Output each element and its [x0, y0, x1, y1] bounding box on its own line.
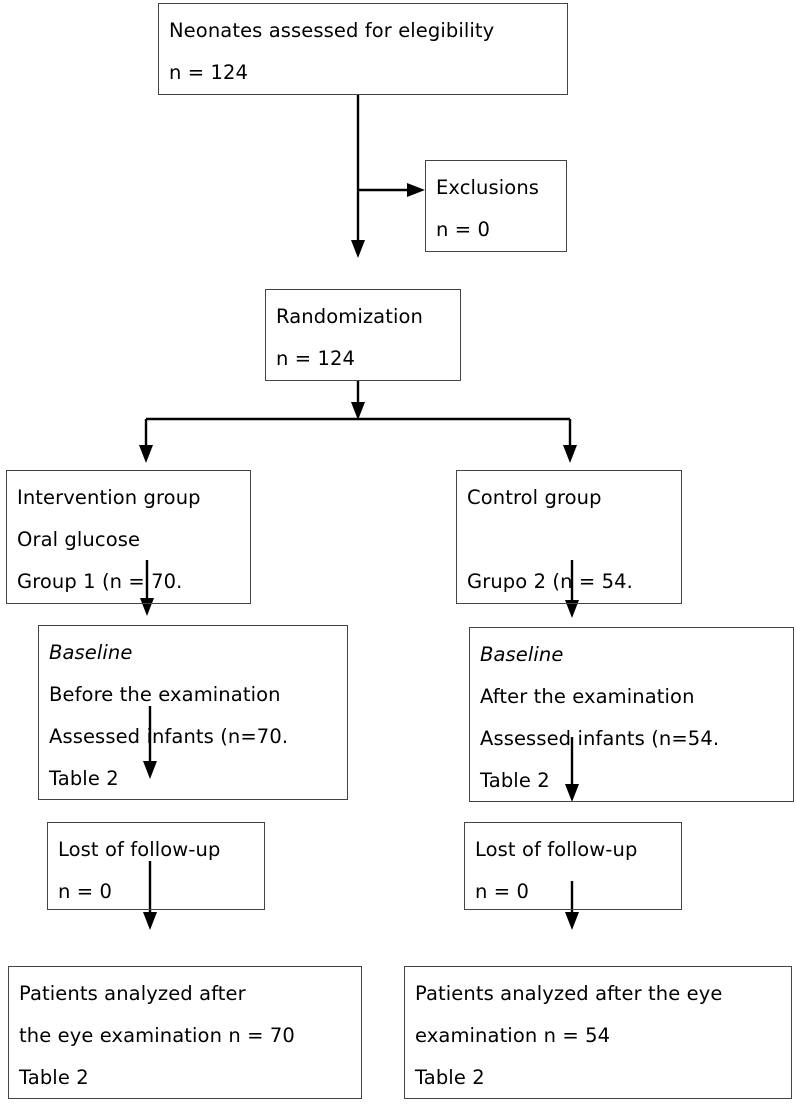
- node-line: the eye examination n = 70: [19, 1024, 295, 1047]
- node-line: Patients analyzed after the eye: [415, 982, 723, 1005]
- node-neonates-assessed: Neonates assessed for elegibility n = 12…: [158, 3, 568, 95]
- node-line: Randomization: [276, 305, 423, 328]
- node-analyzed-intervention: Patients analyzed after the eye examinat…: [8, 966, 362, 1099]
- node-exclusions: Exclusions n = 0: [425, 160, 567, 252]
- arrowhead-to-exclusions: [407, 183, 425, 197]
- node-line: Patients analyzed after: [19, 982, 246, 1005]
- node-control-group: Control group Grupo 2 (n = 54.: [456, 470, 682, 604]
- arrowhead-lost-right-to-analyzed: [565, 912, 579, 930]
- node-randomization: Randomization n = 124: [265, 289, 461, 381]
- node-line: n = 124: [276, 347, 356, 370]
- node-line: [467, 519, 681, 561]
- node-line: Lost of follow-up: [475, 838, 638, 861]
- node-line: Neonates assessed for elegibility: [169, 19, 495, 42]
- node-line: examination n = 54: [415, 1024, 611, 1047]
- node-lost-followup-intervention: Lost of follow-up n = 0: [47, 822, 265, 910]
- node-line: n = 0: [436, 218, 491, 241]
- node-line: Table 2: [415, 1066, 485, 1089]
- node-line: n = 0: [58, 880, 113, 903]
- node-analyzed-control: Patients analyzed after the eye examinat…: [404, 966, 792, 1099]
- node-line: Exclusions: [436, 176, 540, 199]
- node-line: n = 0: [475, 880, 530, 903]
- node-line: Oral glucose: [17, 528, 141, 551]
- node-line: Baseline: [49, 641, 133, 664]
- node-line: n = 124: [169, 61, 249, 84]
- node-line: After the examination: [480, 685, 695, 708]
- node-line: Assessed infants (n=54.: [480, 727, 720, 750]
- node-line: Control group: [467, 486, 602, 509]
- node-line: Grupo 2 (n = 54.: [467, 570, 633, 593]
- node-line: Before the examination: [49, 683, 281, 706]
- node-line: Intervention group: [17, 486, 201, 509]
- node-line: Table 2: [480, 769, 550, 792]
- arrowhead-assessed-to-randomization: [351, 240, 365, 258]
- arrowhead-randomization-stem: [351, 402, 365, 420]
- node-baseline-control: Baseline After the examination Assessed …: [469, 627, 794, 802]
- arrowhead-split-left: [139, 445, 153, 463]
- arrowhead-lost-left-to-analyzed: [143, 912, 157, 930]
- node-line: Baseline: [480, 643, 564, 666]
- node-line: Group 1 (n = 70.: [17, 570, 183, 593]
- node-lost-followup-control: Lost of follow-up n = 0: [464, 822, 682, 910]
- arrowhead-split-right: [563, 445, 577, 463]
- node-intervention-group: Intervention group Oral glucose Group 1 …: [6, 470, 251, 604]
- node-line: Table 2: [49, 767, 119, 790]
- node-baseline-intervention: Baseline Before the examination Assessed…: [38, 625, 348, 800]
- node-line: Table 2: [19, 1066, 89, 1089]
- node-line: Assessed infants (n=70.: [49, 725, 289, 748]
- node-line: Lost of follow-up: [58, 838, 221, 861]
